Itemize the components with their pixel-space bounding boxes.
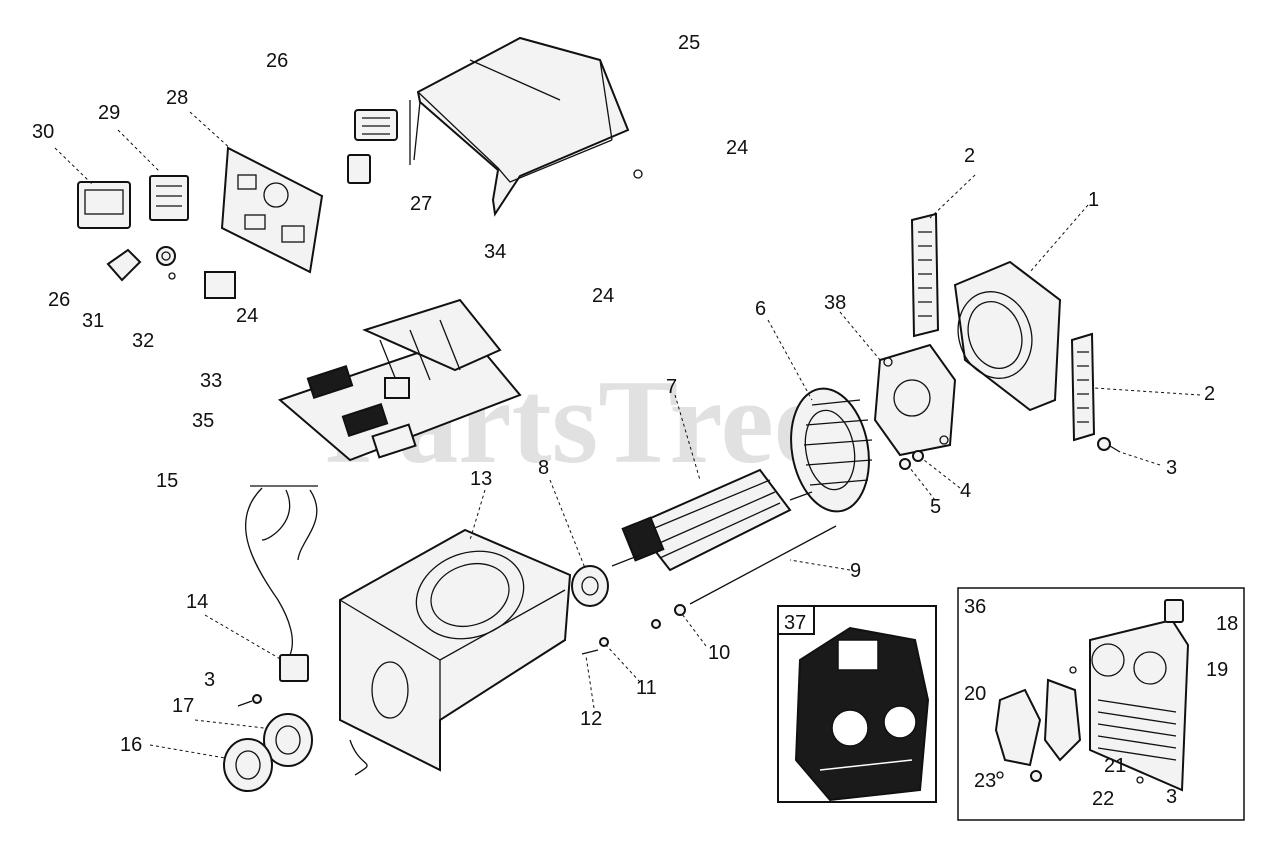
callout-16: 16 <box>120 734 142 756</box>
rotor-armature-icon <box>611 468 813 572</box>
callout-labels: 25 26 29 28 30 24 2 1 27 34 26 31 32 24 … <box>32 32 1238 810</box>
callout-13: 13 <box>470 468 492 490</box>
nut-icon <box>651 619 661 629</box>
callout-4: 4 <box>960 480 971 502</box>
washer-icon <box>674 604 686 616</box>
callout-24: 24 <box>236 305 258 327</box>
circuit-board-icon <box>278 298 522 462</box>
callout-19: 19 <box>1206 659 1228 681</box>
outlet-panel-icon <box>1089 618 1190 792</box>
callout-7: 7 <box>666 376 677 398</box>
screw-icon <box>1136 776 1144 784</box>
callout-36: 36 <box>964 596 986 618</box>
callout-24: 24 <box>592 285 614 307</box>
callout-20: 20 <box>964 683 986 705</box>
drive-pulley-icon <box>223 713 313 792</box>
callout-33: 33 <box>200 370 222 392</box>
adapter-plate-icon <box>873 343 957 457</box>
callout-26: 26 <box>48 289 70 311</box>
cooling-fan-icon <box>790 387 873 513</box>
screw-icon <box>996 771 1004 779</box>
nut-icon <box>156 246 176 280</box>
callout-34: 34 <box>484 241 506 263</box>
generator-frame-icon <box>339 528 572 776</box>
callout-9: 9 <box>850 560 861 582</box>
receptacle-icon <box>994 678 1082 767</box>
callout-26: 26 <box>266 50 288 72</box>
callout-27: 27 <box>410 193 432 215</box>
screw-icon <box>237 694 262 707</box>
callout-17: 17 <box>172 695 194 717</box>
callout-31: 31 <box>82 310 104 332</box>
control-panel-icon <box>220 146 324 274</box>
leader-lines <box>54 111 1201 759</box>
inset-36-frame <box>957 587 1245 821</box>
callout-3: 3 <box>1166 786 1177 808</box>
callout-11: 11 <box>636 677 657 699</box>
callout-38: 38 <box>824 292 846 314</box>
callout-24: 24 <box>726 137 748 159</box>
label-plate-icon <box>204 271 236 299</box>
screw-icon <box>1069 666 1077 674</box>
stud-icon <box>581 649 599 655</box>
generator-end-cap-icon <box>953 260 1062 412</box>
callout-10: 10 <box>708 642 730 664</box>
callout-12: 12 <box>580 708 602 730</box>
bearing-icon <box>571 565 609 607</box>
inset-37-badge <box>777 605 815 635</box>
callout-18: 18 <box>1216 613 1238 635</box>
switch-assembly-icon <box>347 109 398 184</box>
callout-25: 25 <box>678 32 700 54</box>
switch-knob-icon <box>106 248 142 282</box>
callout-28: 28 <box>166 87 188 109</box>
top-cover-icon <box>409 36 630 217</box>
complete-generator-icon <box>794 626 930 802</box>
vent-strip-icon <box>910 212 1096 442</box>
switch-icon <box>1164 599 1184 623</box>
callout-6: 6 <box>755 298 766 320</box>
outlet-module-icon <box>77 181 131 229</box>
callout-37: 37 <box>784 612 806 634</box>
callout-29: 29 <box>98 102 120 124</box>
through-bolt-icon <box>689 525 837 605</box>
callout-30: 30 <box>32 121 54 143</box>
nut-icon <box>599 637 609 647</box>
breaker-icon <box>149 175 189 221</box>
callout-22: 22 <box>1092 788 1114 810</box>
callout-15: 15 <box>156 470 178 492</box>
callout-5: 5 <box>930 496 941 518</box>
callout-3: 3 <box>1166 457 1177 479</box>
callout-21: 21 <box>1104 755 1126 777</box>
callout-35: 35 <box>192 410 214 432</box>
callout-3: 3 <box>204 669 215 691</box>
callout-2: 2 <box>964 145 975 167</box>
callout-1: 1 <box>1088 189 1099 211</box>
nut-icon <box>1030 770 1042 782</box>
screw-icon <box>633 169 643 179</box>
callout-2: 2 <box>1204 383 1215 405</box>
callout-8: 8 <box>538 457 549 479</box>
screw-icon <box>899 437 1121 470</box>
callout-23: 23 <box>974 770 996 792</box>
wire-harness-icon <box>245 485 318 682</box>
callout-32: 32 <box>132 330 154 352</box>
callout-14: 14 <box>186 591 208 613</box>
